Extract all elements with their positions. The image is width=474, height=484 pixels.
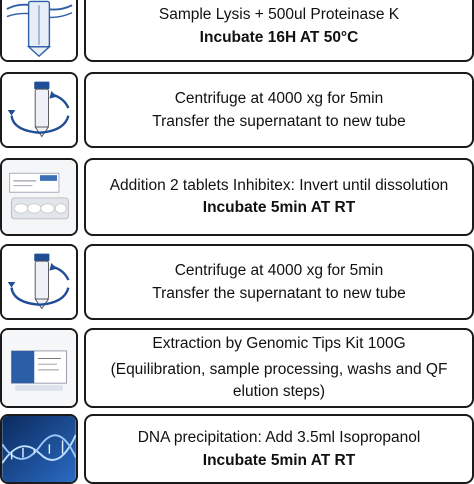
step-4-line-2: Transfer the supernatant to new tube [152,285,406,302]
step-3-text: Addition 2 tablets Inhibitex: Invert unt… [84,158,474,236]
step-4-line-1: Centrifuge at 4000 xg for 5min [174,262,384,279]
step-1-line-1: Sample Lysis + 500ul Proteinase K [158,6,400,23]
step-1-bold: Incubate 16H AT 50°C [199,29,359,46]
step-5: Extraction by Genomic Tips Kit 100G (Equ… [0,328,474,408]
step-3: Addition 2 tablets Inhibitex: Invert unt… [0,158,474,236]
step-2-text: Centrifuge at 4000 xg for 5min Transfer … [84,72,474,148]
kit-box-icon [0,328,78,408]
tablets-package-icon [0,158,78,236]
step-1: Sample Lysis + 500ul Proteinase K Incuba… [0,0,474,66]
step-2: Centrifuge at 4000 xg for 5min Transfer … [0,72,474,148]
centrifuge-rotate-icon [0,72,78,148]
step-2-line-1: Centrifuge at 4000 xg for 5min [174,90,384,107]
step-5-text: Extraction by Genomic Tips Kit 100G (Equ… [84,328,474,408]
tube-with-liquid-icon [0,0,78,62]
step-1-text: Sample Lysis + 500ul Proteinase K Incuba… [84,0,474,62]
dna-helix-icon [0,414,78,484]
step-3-bold: Incubate 5min AT RT [202,199,356,216]
step-3-line-1: Addition 2 tablets Inhibitex: Invert unt… [109,177,449,194]
step-4: Centrifuge at 4000 xg for 5min Transfer … [0,244,474,320]
step-2-line-2: Transfer the supernatant to new tube [152,113,406,130]
step-5-line-2: (Equilibration, sample processing, washs… [110,361,448,400]
centrifuge-rotate-icon [0,244,78,320]
step-6-line-1: DNA precipitation: Add 3.5ml Isopropanol [137,429,421,446]
step-6: DNA precipitation: Add 3.5ml Isopropanol… [0,414,474,484]
step-4-text: Centrifuge at 4000 xg for 5min Transfer … [84,244,474,320]
step-6-bold: Incubate 5min AT RT [202,452,356,469]
step-5-line-1: Extraction by Genomic Tips Kit 100G [152,335,406,352]
